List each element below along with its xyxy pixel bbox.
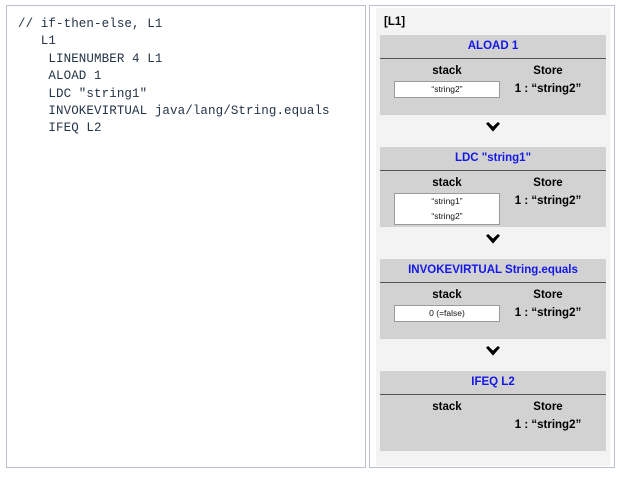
stack-column: stack “string1” “string2” (388, 171, 506, 225)
stack-box: “string1” “string2” (394, 193, 500, 225)
store-entry: 1 : “string2” (514, 419, 582, 431)
trace-step-body: stack “string1” “string2” Store 1 : “string2… (380, 171, 606, 227)
store-column: Store 1 : “string2” (496, 283, 600, 320)
stack-column: stack “string2” (388, 59, 506, 98)
trace-step-body: stack “string2” Store 1 : “string2” (380, 59, 606, 115)
stack-column: stack (388, 395, 506, 417)
trace-step-body: stack Store 1 : “string2” (380, 395, 606, 451)
trace-step-instruction[interactable]: LDC "string1" (380, 147, 606, 171)
trace-step-instruction[interactable]: INVOKEVIRTUAL String.equals (380, 259, 606, 283)
bytecode-listing: // if-then-else, L1 L1 LINENUMBER 4 L1 A… (18, 17, 330, 136)
store-column-title: Store (533, 65, 563, 77)
bytecode-code-panel: // if-then-else, L1 L1 LINENUMBER 4 L1 A… (6, 5, 366, 468)
store-column: Store 1 : “string2” (496, 395, 600, 432)
trace-inner-surface: [L1] ALOAD 1 stack “string2” Store 1 : “stri… (376, 8, 610, 466)
trace-step-instruction[interactable]: ALOAD 1 (380, 35, 606, 59)
stack-column-title: stack (432, 289, 462, 301)
chevron-down-icon (376, 339, 610, 365)
trace-step: INVOKEVIRTUAL String.equals stack 0 (=fals… (380, 259, 606, 339)
stack-cell: 0 (=false) (429, 308, 465, 318)
stack-cell: “string2” (431, 84, 463, 94)
store-column-title: Store (533, 401, 563, 413)
execution-trace-panel: [L1] ALOAD 1 stack “string2” Store 1 : “stri… (369, 5, 615, 468)
stack-cell: “string1” (431, 196, 463, 206)
store-entry: 1 : “string2” (514, 195, 582, 207)
stack-column-title: stack (432, 177, 462, 189)
stack-box: 0 (=false) (394, 305, 500, 322)
stack-box: “string2” (394, 81, 500, 98)
store-column-title: Store (533, 177, 563, 189)
trace-step: LDC "string1" stack “string1” “string2” Stor… (380, 147, 606, 227)
stack-column-title: stack (432, 65, 462, 77)
chevron-down-icon (376, 227, 610, 253)
store-column: Store 1 : “string2” (496, 59, 600, 96)
store-column: Store 1 : “string2” (496, 171, 600, 208)
chevron-down-icon (376, 115, 610, 141)
trace-step: ALOAD 1 stack “string2” Store 1 : “string2” (380, 35, 606, 115)
trace-label-l1: [L1] (384, 16, 406, 28)
stack-cell: “string2” (431, 211, 463, 221)
stack-column: stack 0 (=false) (388, 283, 506, 322)
trace-step-instruction[interactable]: IFEQ L2 (380, 371, 606, 395)
trace-step-body: stack 0 (=false) Store 1 : “string2” (380, 283, 606, 339)
store-entry: 1 : “string2” (514, 83, 582, 95)
trace-step: IFEQ L2 stack Store 1 : “string2” (380, 371, 606, 451)
store-entry: 1 : “string2” (514, 307, 582, 319)
store-column-title: Store (533, 289, 563, 301)
stack-column-title: stack (432, 401, 462, 413)
